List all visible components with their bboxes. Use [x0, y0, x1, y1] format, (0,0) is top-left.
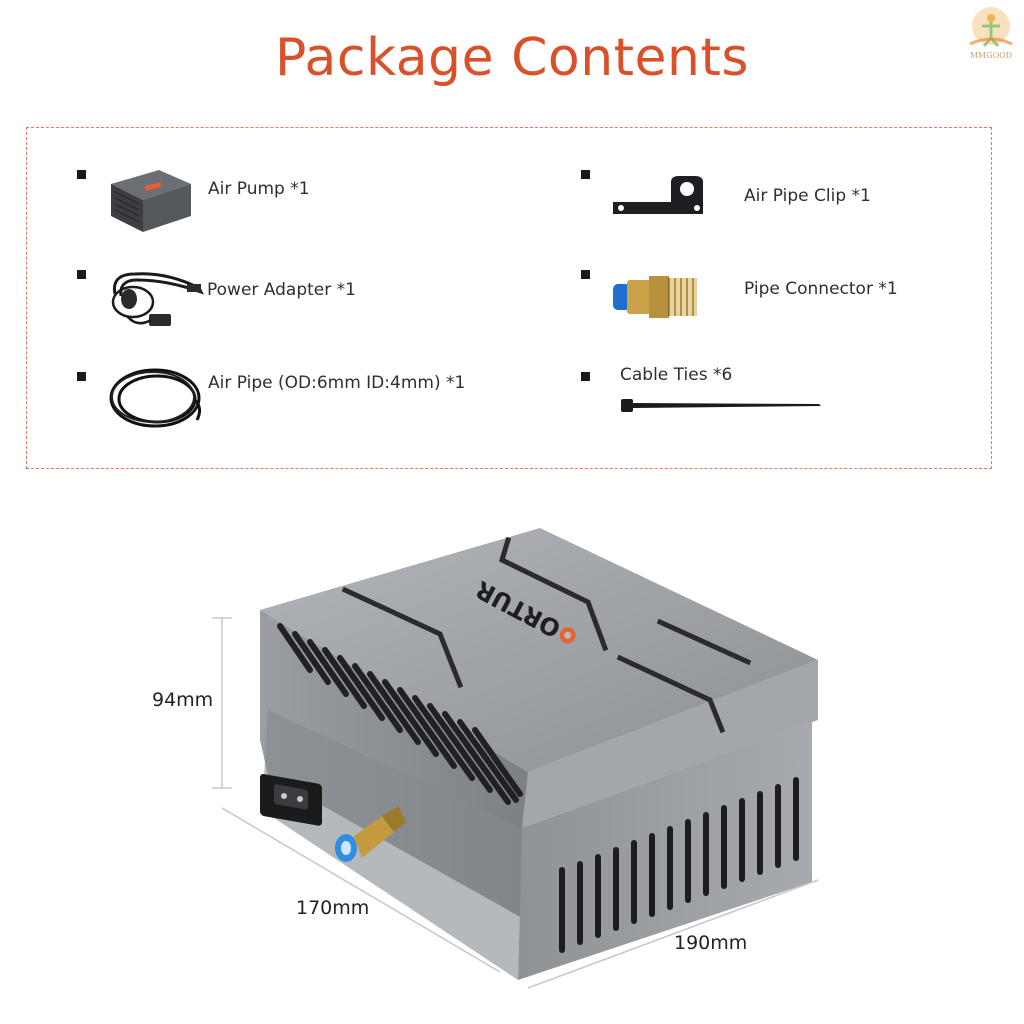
brand-logo-icon: MMGOOD [969, 7, 1013, 60]
air-pump-product-illustration: ORTUR [212, 528, 819, 989]
product-image: ORTUR [150, 510, 950, 1010]
list-bullet [77, 170, 86, 179]
list-bullet [581, 372, 590, 381]
package-contents-box: Air Pump *1 Air Pipe Clip *1 [26, 127, 992, 469]
item-label: Air Pipe Clip *1 [744, 186, 871, 206]
item-label: Cable Ties *6 [620, 365, 733, 385]
air-pipe-clip-icon [609, 174, 709, 226]
depth-dimension-label: 170mm [296, 897, 370, 919]
list-bullet [77, 270, 86, 279]
pipe-connector-icon [613, 270, 703, 328]
item-label: Air Pipe (OD:6mm ID:4mm) *1 [208, 373, 466, 393]
brand-logo-text: MMGOOD [970, 51, 1012, 60]
width-dimension-label: 190mm [674, 932, 748, 954]
air-nozzle [335, 806, 406, 862]
list-bullet [581, 270, 590, 279]
list-bullet [581, 170, 590, 179]
height-dimension-label: 94mm [152, 689, 214, 711]
air-pump-icon [105, 162, 195, 242]
item-label: Pipe Connector *1 [744, 279, 898, 299]
power-adapter-icon [107, 266, 207, 342]
item-label: Power Adapter *1 [207, 280, 356, 300]
list-bullet [77, 372, 86, 381]
brand-logo: MMGOOD [960, 4, 1022, 62]
cable-tie-icon [619, 396, 823, 420]
page-title: Package Contents [275, 28, 749, 88]
power-socket [260, 774, 322, 826]
item-label: Air Pump *1 [208, 179, 310, 199]
air-pipe-icon [107, 364, 207, 440]
